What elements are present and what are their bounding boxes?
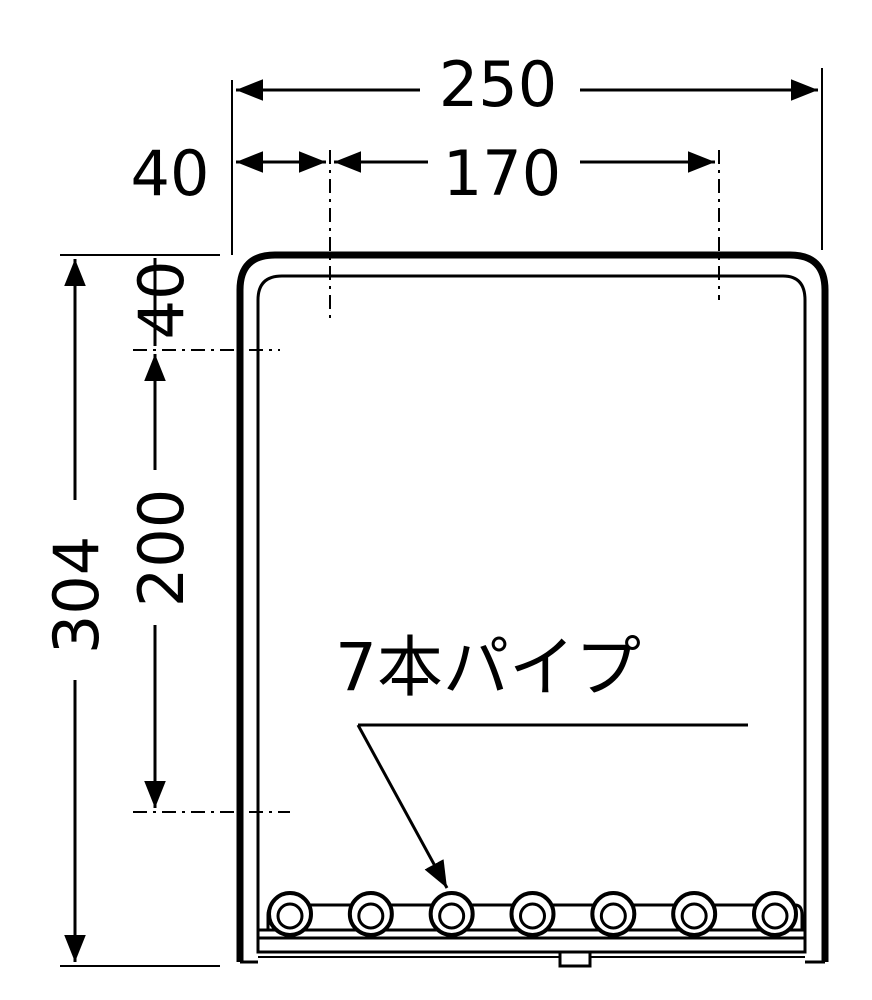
dim-label-200: 200 (125, 489, 198, 607)
pipes-annotation: 7本パイプ (335, 629, 748, 889)
dim-pipe-height: 40 200 (125, 258, 198, 808)
dim-overall-width: 250 (236, 48, 818, 121)
pipe-inner (276, 902, 304, 930)
base-plate (256, 928, 807, 968)
dim-label-304: 304 (40, 536, 113, 654)
dim-label-250: 250 (439, 48, 557, 121)
pipe-inner (519, 902, 546, 930)
pipe-inner (357, 902, 385, 930)
pipe-inner (438, 902, 466, 930)
dim-label-170: 170 (443, 137, 561, 210)
pipe-inner (680, 902, 708, 930)
pipe-inner (761, 902, 789, 930)
pipes-group (266, 891, 804, 937)
tube-frame (236, 251, 829, 964)
pipes-label: 7本パイプ (335, 629, 641, 706)
dim-overall-height: 304 (40, 259, 113, 962)
pipe-inner (599, 902, 627, 930)
dim-pipe-span: 40 170 (131, 137, 715, 210)
dim-label-40-top: 40 (125, 261, 198, 340)
dim-label-40-left: 40 (131, 137, 210, 210)
